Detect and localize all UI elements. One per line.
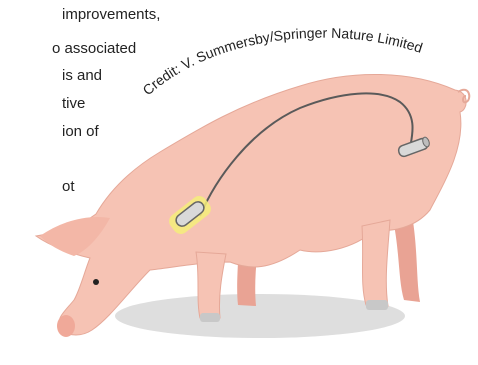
pig-snout <box>57 315 75 337</box>
ground-shadow <box>115 294 405 338</box>
pig-back-hoof <box>366 300 388 310</box>
pig-front-hoof <box>200 313 220 322</box>
pig-eye <box>93 279 99 285</box>
pig-near-back-leg <box>362 220 390 306</box>
